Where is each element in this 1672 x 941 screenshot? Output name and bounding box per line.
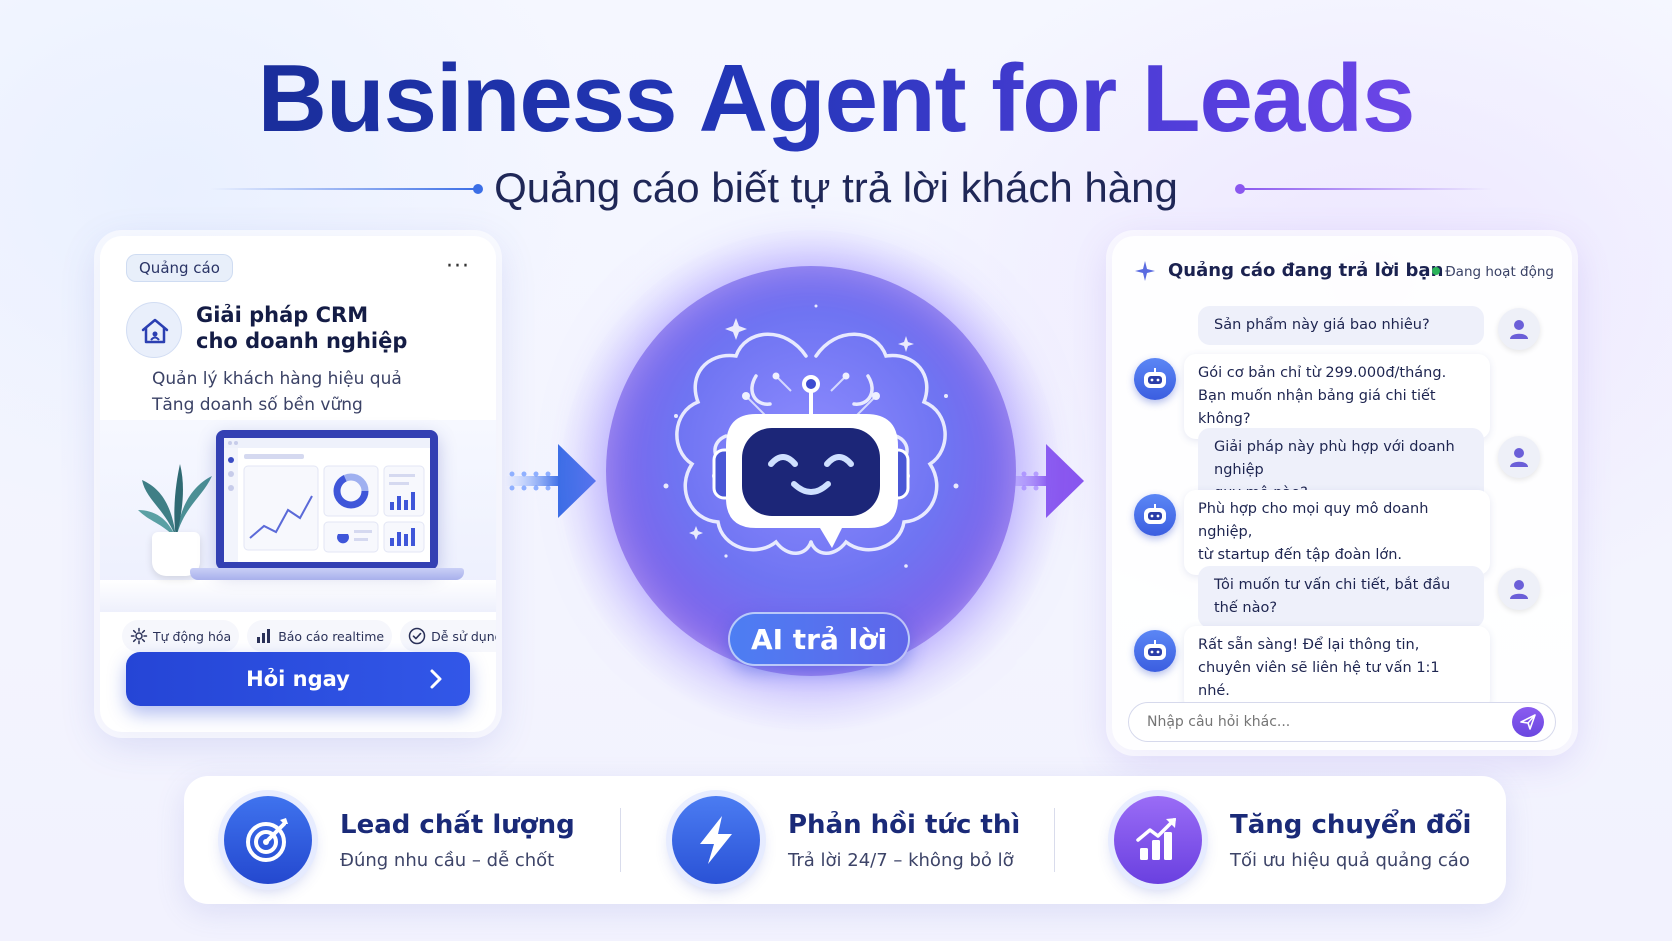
divider: [1054, 808, 1055, 872]
page-title: Business Agent for Leads: [0, 44, 1672, 154]
target-icon: [224, 796, 312, 884]
online-dot-icon: [1432, 267, 1441, 275]
growth-chart-icon: [1114, 796, 1202, 884]
ad-description: Quản lý khách hàng hiệu quả Tăng doanh s…: [152, 369, 402, 415]
chat-input[interactable]: [1128, 702, 1556, 742]
send-icon: [1520, 714, 1536, 730]
ad-badge: Quảng cáo: [126, 254, 233, 282]
benefit-increase-conversion: Tăng chuyển đổi Tối ưu hiệu quả quảng cá…: [1074, 776, 1504, 904]
ad-card: Quảng cáo ··· Giải pháp CRM cho doanh ng…: [100, 236, 496, 732]
chat-message-bot: Rất sẵn sàng! Để lại thông tin, chuyên v…: [1184, 626, 1490, 711]
feature-chips: Tự động hóa Báo cáo realtime Dễ sử dụng: [122, 620, 496, 652]
benefit-subtitle: Đúng nhu cầu – dễ chốt: [340, 850, 555, 871]
benefit-title: Lead chất lượng: [340, 810, 575, 840]
bot-avatar-icon: [1134, 630, 1176, 672]
chat-panel: Quảng cáo đang trả lời bạn Đang hoạt độn…: [1112, 236, 1572, 750]
bot-avatar-icon: [1134, 358, 1176, 400]
benefit-quality-leads: Lead chất lượng Đúng nhu cầu – dễ chốt: [184, 776, 614, 904]
gear-icon: [130, 627, 148, 645]
chat-header: Quảng cáo đang trả lời bạn Đang hoạt độn…: [1134, 256, 1554, 288]
page-subtitle: Quảng cáo biết tự trả lời khách hàng: [494, 164, 1178, 211]
divider: [620, 808, 621, 872]
dashboard-screen: [216, 430, 438, 570]
plant-icon: [138, 464, 212, 538]
feature-chip-realtime-report: Báo cáo realtime: [247, 620, 393, 652]
status-badge: Đang hoạt động: [1432, 264, 1554, 280]
sparkle-icon: [1135, 261, 1155, 281]
laptop-dashboard-illustration: [100, 420, 496, 612]
chevron-right-icon: [430, 669, 442, 689]
benefits-bar: Lead chất lượng Đúng nhu cầu – dễ chốt P…: [184, 776, 1506, 904]
chat-message-bot: Phù hợp cho mọi quy mô doanh nghiệp, từ …: [1184, 490, 1490, 575]
feature-chip-automation: Tự động hóa: [122, 620, 240, 652]
bot-avatar-icon: [1134, 494, 1176, 536]
benefit-title: Phản hồi tức thì: [788, 810, 1021, 840]
ask-now-button[interactable]: Hỏi ngay: [126, 652, 470, 706]
decorative-rule-right: [1235, 184, 1492, 194]
subtitle-row: Quảng cáo biết tự trả lời khách hàng: [0, 160, 1672, 216]
ai-brain-orb: [606, 266, 1016, 676]
ad-product-name: Giải pháp CRM cho doanh nghiệp: [196, 303, 408, 353]
benefit-title: Tăng chuyển đổi: [1230, 810, 1472, 840]
chat-message-user: Sản phẩm này giá bao nhiêu?: [1198, 306, 1484, 345]
benefit-subtitle: Tối ưu hiệu quả quảng cáo: [1230, 850, 1470, 871]
ai-answer-badge: AI trả lời: [728, 612, 910, 666]
brain-robot-icon: [663, 304, 959, 568]
lightning-icon: [672, 796, 760, 884]
more-options-icon[interactable]: ···: [446, 254, 470, 279]
benefit-instant-response: Phản hồi tức thì Trả lời 24/7 – không bỏ…: [632, 776, 1062, 904]
chat-title: Quảng cáo đang trả lời bạn: [1168, 260, 1444, 281]
benefit-subtitle: Trả lời 24/7 – không bỏ lỡ: [788, 850, 1014, 871]
check-circle-icon: [408, 627, 426, 645]
send-button[interactable]: [1512, 707, 1544, 737]
user-avatar-icon: [1498, 308, 1540, 350]
house-icon: [126, 302, 182, 358]
chat-message-user: Tôi muốn tư vấn chi tiết, bắt đầu thế nà…: [1198, 566, 1484, 628]
feature-chip-easy-to-use: Dễ sử dụng: [400, 620, 496, 652]
decorative-rule-left: [210, 184, 483, 194]
user-avatar-icon: [1498, 436, 1540, 478]
chat-message-bot: Gói cơ bản chỉ từ 299.000đ/tháng. Bạn mu…: [1184, 354, 1490, 439]
bar-chart-icon: [257, 629, 271, 643]
user-avatar-icon: [1498, 568, 1540, 610]
